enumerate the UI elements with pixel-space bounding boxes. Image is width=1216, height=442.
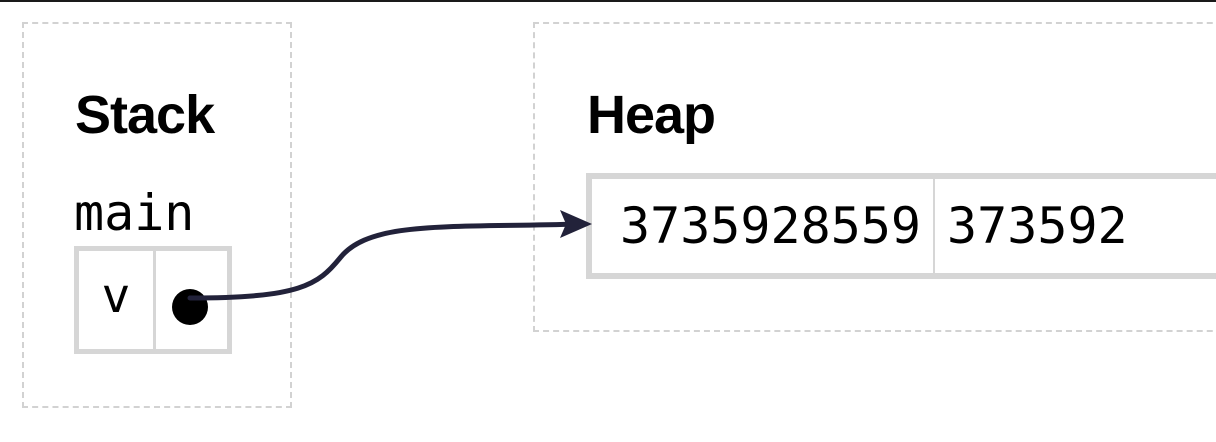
heap-cell: 3735928559 bbox=[620, 197, 922, 255]
stack-frame-name: main bbox=[74, 184, 195, 242]
heap-region bbox=[533, 22, 1216, 332]
stack-title: Stack bbox=[75, 85, 215, 145]
heap-cell: 373592 bbox=[933, 179, 1140, 273]
stack-region bbox=[22, 22, 292, 408]
heap-title: Heap bbox=[587, 85, 716, 145]
heap-array: 3735928559 373592 bbox=[586, 173, 1216, 279]
variable-name-v: v bbox=[79, 251, 156, 349]
stack-variable-table: v bbox=[74, 246, 232, 354]
top-border-line bbox=[0, 0, 1216, 2]
variable-value-cell bbox=[156, 251, 227, 349]
